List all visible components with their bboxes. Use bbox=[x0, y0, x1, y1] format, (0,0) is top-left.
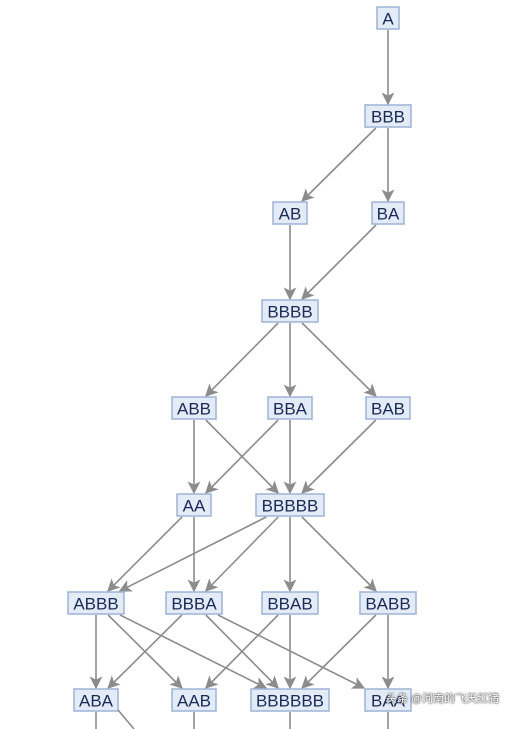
edge-abbb-to-bbbbbb bbox=[119, 614, 268, 689]
node-box bbox=[261, 591, 319, 615]
node-label: A bbox=[382, 10, 394, 29]
node-box bbox=[376, 6, 400, 30]
edge-aa-to-abbb bbox=[107, 516, 183, 592]
node-box bbox=[250, 688, 330, 712]
node-label: BAA bbox=[371, 692, 406, 711]
node-label: AA bbox=[183, 497, 206, 516]
edge-bbb-to-ab bbox=[301, 127, 377, 202]
node-box bbox=[371, 201, 405, 225]
edges-layer bbox=[89, 30, 395, 690]
edge-bab-to-bbbbb bbox=[301, 419, 377, 494]
edge-babb-to-bbbbbb bbox=[301, 614, 377, 689]
edge-bbbbb-to-bbba bbox=[204, 516, 279, 592]
node-bbbbbb: BBBBBB bbox=[250, 688, 330, 712]
node-bbab: BBAB bbox=[261, 591, 319, 615]
node-label: BBAB bbox=[267, 595, 312, 614]
edge-bbab-to-aab bbox=[204, 614, 279, 689]
node-label: AAB bbox=[177, 692, 211, 711]
node-bbb: BBB bbox=[364, 104, 412, 128]
node-box bbox=[267, 396, 313, 420]
node-box bbox=[255, 493, 325, 517]
node-label: BBB bbox=[371, 108, 405, 127]
node-bab: BAB bbox=[365, 396, 411, 420]
node-box bbox=[165, 591, 223, 615]
node-label: BBBBB bbox=[262, 497, 319, 516]
node-abb: ABB bbox=[171, 396, 217, 420]
edge-ba-to-bbbb bbox=[301, 224, 377, 300]
node-bbba: BBBA bbox=[165, 591, 223, 615]
edge-bbbbb-to-babb bbox=[301, 516, 377, 592]
node-label: BBBA bbox=[171, 595, 217, 614]
node-box bbox=[171, 688, 217, 712]
node-aba: ABA bbox=[73, 688, 119, 712]
node-box bbox=[364, 688, 412, 712]
node-label: BABB bbox=[365, 595, 410, 614]
node-bbbbb: BBBBB bbox=[255, 493, 325, 517]
edge-bbba-to-aba bbox=[107, 614, 183, 689]
node-baa: BAA bbox=[364, 688, 412, 712]
node-box bbox=[73, 688, 119, 712]
node-babb: BABB bbox=[359, 591, 417, 615]
node-aab: AAB bbox=[171, 688, 217, 712]
node-label: BAB bbox=[371, 400, 405, 419]
node-bba: BBA bbox=[267, 396, 313, 420]
node-label: AB bbox=[279, 205, 302, 224]
edge-bbba-to-baa bbox=[217, 614, 366, 689]
node-ab: AB bbox=[272, 201, 308, 225]
edge-bbbb-to-abb bbox=[204, 322, 279, 397]
node-label: BBBB bbox=[267, 303, 312, 322]
node-label: BBBBBB bbox=[256, 692, 324, 711]
node-box bbox=[261, 299, 319, 323]
node-box bbox=[364, 104, 412, 128]
node-aa: AA bbox=[176, 493, 212, 517]
node-label: BA bbox=[377, 205, 400, 224]
node-label: ABA bbox=[79, 692, 114, 711]
node-bbbb: BBBB bbox=[261, 299, 319, 323]
edge-bba-to-aa bbox=[204, 419, 279, 494]
node-box bbox=[67, 591, 125, 615]
node-box bbox=[359, 591, 417, 615]
watermark-text: 头条 @河南的飞天红猪 bbox=[386, 693, 500, 705]
node-label: ABBB bbox=[73, 595, 118, 614]
node-a: A bbox=[376, 6, 400, 30]
edge-cropped bbox=[117, 709, 135, 729]
node-box bbox=[171, 396, 217, 420]
node-label: BBA bbox=[273, 400, 308, 419]
node-ba: BA bbox=[371, 201, 405, 225]
edge-bbbbb-to-abbb bbox=[118, 516, 267, 592]
edge-bbbb-to-bab bbox=[301, 322, 377, 397]
node-label: ABB bbox=[177, 400, 211, 419]
node-box bbox=[176, 493, 212, 517]
node-box bbox=[365, 396, 411, 420]
node-box bbox=[272, 201, 308, 225]
node-abbb: ABBB bbox=[67, 591, 125, 615]
